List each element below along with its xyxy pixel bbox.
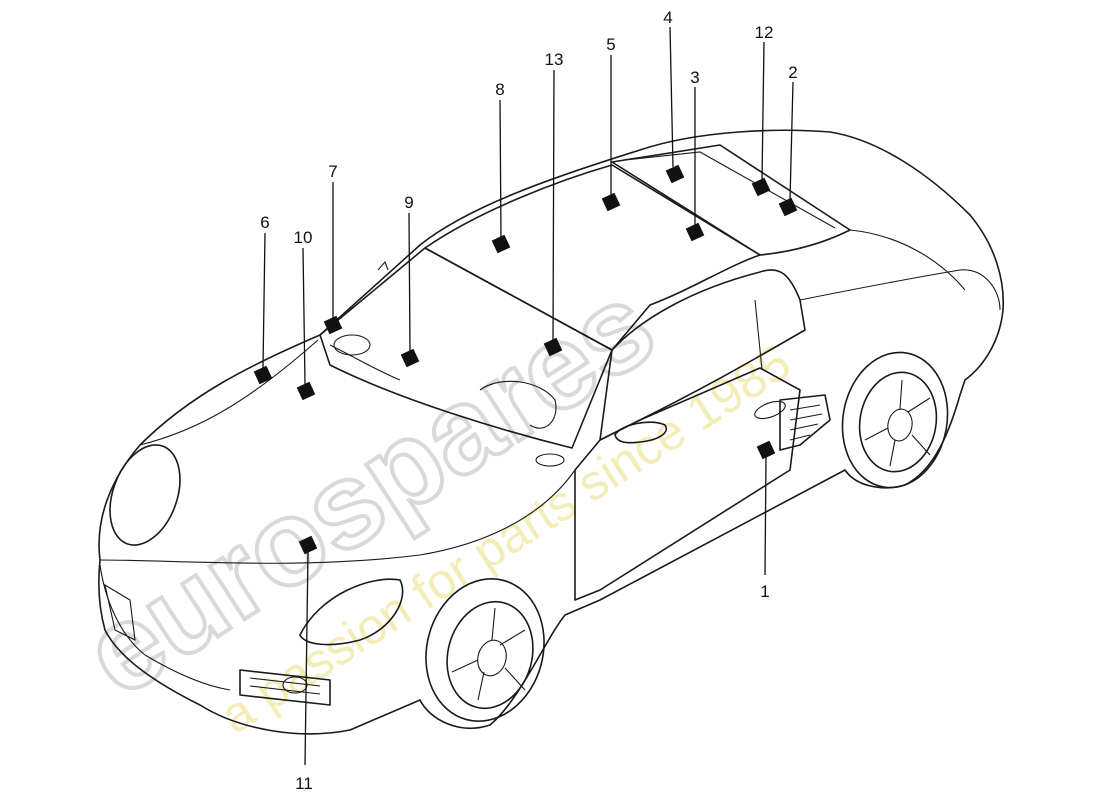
callout-13: 13 xyxy=(545,50,564,69)
marker-10 xyxy=(296,381,316,401)
leader-12 xyxy=(761,41,765,181)
callout-8: 8 xyxy=(495,80,504,99)
callout-6: 6 xyxy=(260,213,269,232)
side-air-intake xyxy=(779,394,831,451)
roof xyxy=(424,164,761,351)
callout-12: 12 xyxy=(755,23,774,42)
headlight-left xyxy=(109,444,181,546)
leader-2 xyxy=(789,81,794,201)
marker-9 xyxy=(400,348,420,368)
callout-5: 5 xyxy=(606,35,615,54)
marker-7 xyxy=(323,315,343,335)
marker-5 xyxy=(601,192,621,212)
watermark: eurospares a passion for parts since 198… xyxy=(59,255,800,744)
marker-12 xyxy=(751,177,771,197)
marker-13 xyxy=(543,337,563,357)
leader-4 xyxy=(669,26,674,168)
callout-10: 10 xyxy=(294,228,313,247)
marker-2 xyxy=(778,197,798,217)
rear-window xyxy=(611,144,851,256)
car-outline xyxy=(98,129,1005,735)
headlight-right xyxy=(299,578,404,646)
callout-2: 2 xyxy=(788,63,797,82)
marker-11 xyxy=(298,535,318,555)
callout-11: 11 xyxy=(295,774,313,793)
marker-6 xyxy=(253,365,273,385)
callouts: 1 2 3 4 5 6 7 8 9 10 xyxy=(253,8,798,793)
callout-4: 4 xyxy=(663,8,672,27)
leader-9 xyxy=(408,212,411,352)
leader-8 xyxy=(499,99,502,238)
marker-8 xyxy=(491,234,511,254)
callout-3: 3 xyxy=(690,68,699,87)
marker-4 xyxy=(665,164,685,184)
rear-wheel xyxy=(841,351,949,489)
leader-1 xyxy=(764,456,767,576)
leader-10 xyxy=(302,247,306,385)
door-outline xyxy=(574,367,801,601)
front-wheel xyxy=(425,578,545,722)
callout-1: 1 xyxy=(760,582,769,601)
leader-11 xyxy=(304,551,309,766)
car-body-outline xyxy=(98,129,1005,735)
windshield xyxy=(319,247,613,449)
side-mirror xyxy=(614,421,667,444)
callout-9: 9 xyxy=(404,193,413,212)
marker-3 xyxy=(685,222,705,242)
marker-1 xyxy=(756,440,776,460)
side-window xyxy=(599,269,806,441)
leader-13 xyxy=(552,69,555,341)
leader-6 xyxy=(262,232,266,369)
callout-7: 7 xyxy=(328,162,337,181)
